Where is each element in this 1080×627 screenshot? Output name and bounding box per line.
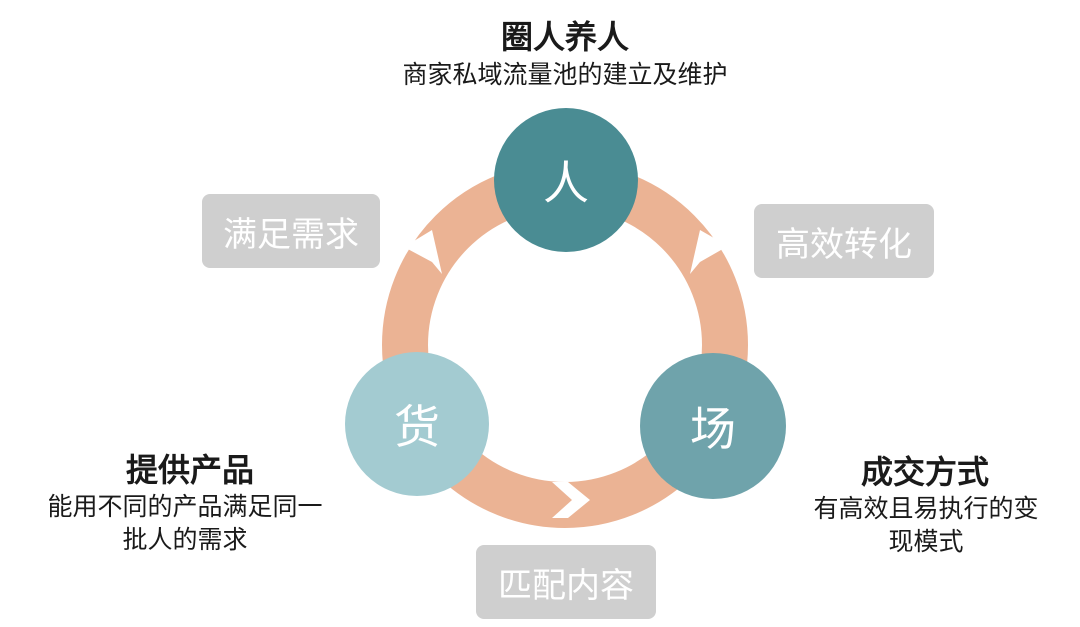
caption-right-desc: 有高效且易执行的变 现模式 [786, 492, 1066, 558]
caption-left-desc-line1: 能用不同的产品满足同一 [47, 492, 323, 521]
caption-left-desc: 能用不同的产品满足同一 批人的需求 [10, 490, 360, 556]
caption-right-title: 成交方式 [860, 453, 989, 491]
node-ren-label: 人 [543, 156, 589, 210]
tag-satisfy-demand-label: 满足需求 [223, 214, 359, 255]
chevron-right-icon [552, 482, 590, 518]
tag-match-content-label: 匹配内容 [498, 565, 634, 606]
tag-satisfy-demand: 满足需求 [202, 194, 380, 268]
node-chang: 场 [640, 353, 786, 499]
caption-right-desc-line1: 有高效且易执行的变 [813, 494, 1039, 523]
chevron-up-left-icon [404, 230, 442, 274]
caption-right-desc-line2: 现模式 [888, 527, 964, 556]
node-huo: 货 [345, 352, 489, 496]
caption-left-desc-line2: 批人的需求 [122, 525, 248, 554]
node-huo-label: 货 [394, 400, 440, 454]
chevron-up-right-icon [690, 230, 728, 274]
tag-efficient-conversion-label: 高效转化 [776, 224, 912, 265]
node-ren: 人 [494, 108, 638, 252]
node-chang-label: 场 [690, 402, 736, 456]
caption-top-title: 圈人养人 [500, 18, 629, 56]
tag-match-content: 匹配内容 [476, 545, 656, 619]
caption-top-desc: 商家私域流量池的建立及维护 [402, 60, 728, 89]
caption-left-title: 提供产品 [125, 451, 254, 489]
tag-efficient-conversion: 高效转化 [754, 204, 934, 278]
